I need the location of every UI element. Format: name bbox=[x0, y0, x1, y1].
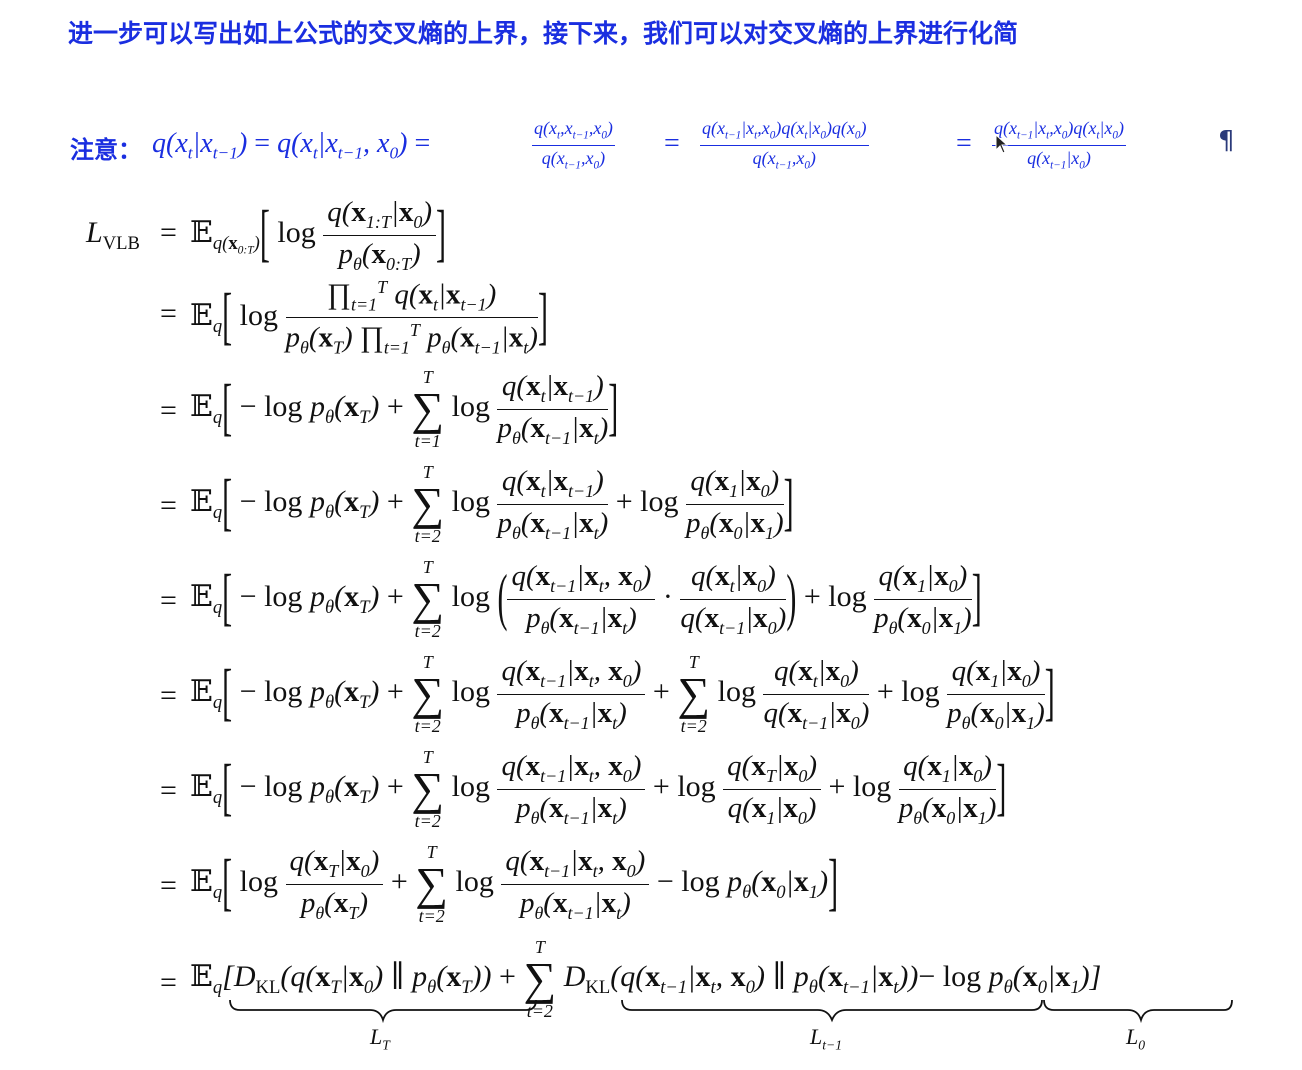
equation-row-1: LVLB = 𝔼q(x0:T)[ log q(x1:T|x0)pθ(x0:T)] bbox=[86, 196, 446, 274]
note-equals: = bbox=[664, 128, 680, 159]
underbrace-label-L0: L0 bbox=[1126, 1024, 1146, 1053]
underbrace-label-Lt-1: Lt−1 bbox=[810, 1024, 843, 1053]
equation-lhs: LVLB bbox=[86, 216, 140, 254]
underbraces bbox=[229, 999, 1233, 1024]
equation-row-8: = 𝔼q[ log q(xT|x0)pθ(xT) + T∑t=2 log q(x… bbox=[160, 842, 839, 926]
note-frac-1: q(xt,xt−1,x0)q(xt−1,x0) bbox=[532, 118, 615, 172]
equation-row-5: = 𝔼q[ − log pθ(xT) + T∑t=2 log (q(xt−1|x… bbox=[160, 557, 982, 641]
equation-row-6: = 𝔼q[ − log pθ(xT) + T∑t=2 log q(xt−1|xt… bbox=[160, 652, 1055, 736]
note-formula-lhs: q(xt|xt−1) = q(xt|xt−1, x0) = bbox=[152, 128, 431, 163]
equation-row-3: = 𝔼q[ − log pθ(xT) + T∑t=1 log q(xt|xt−1… bbox=[160, 367, 619, 451]
mouse-cursor-icon bbox=[995, 134, 1009, 154]
equation-row-2: = 𝔼q[ log ∏t=1T q(xt|xt−1)pθ(xT) ∏t=1T p… bbox=[160, 277, 548, 358]
equation-row-7: = 𝔼q[ − log pθ(xT) + T∑t=2 log q(xt−1|xt… bbox=[160, 747, 1007, 831]
note-line: 注意： q(xt|xt−1) = q(xt|xt−1, x0) = q(xt,x… bbox=[70, 118, 1250, 176]
pilcrow-icon: ¶ bbox=[1218, 126, 1235, 156]
heading-text: 进一步可以写出如上公式的交叉熵的上界，接下来，我们可以对交叉熵的上界进行化简 bbox=[68, 19, 1019, 48]
note-equals: = bbox=[956, 128, 972, 159]
equation-row-9: = 𝔼q[DKL(q(xT|x0) ∥ pθ(xT)) + T∑t=2 DKL(… bbox=[0, 938, 1302, 1063]
note-label: 注意： bbox=[70, 136, 142, 164]
note-frac-3: q(xt−1|xt,x0)q(xt|x0)q(xt−1|x0) bbox=[992, 118, 1126, 172]
equation-row-4: = 𝔼q[ − log pθ(xT) + T∑t=2 log q(xt|xt−1… bbox=[160, 462, 794, 546]
underbrace-label-LT: LT bbox=[370, 1024, 390, 1053]
note-frac-2: q(xt−1|xt,x0)q(xt|x0)q(x0)q(xt−1,x0) bbox=[700, 118, 869, 172]
